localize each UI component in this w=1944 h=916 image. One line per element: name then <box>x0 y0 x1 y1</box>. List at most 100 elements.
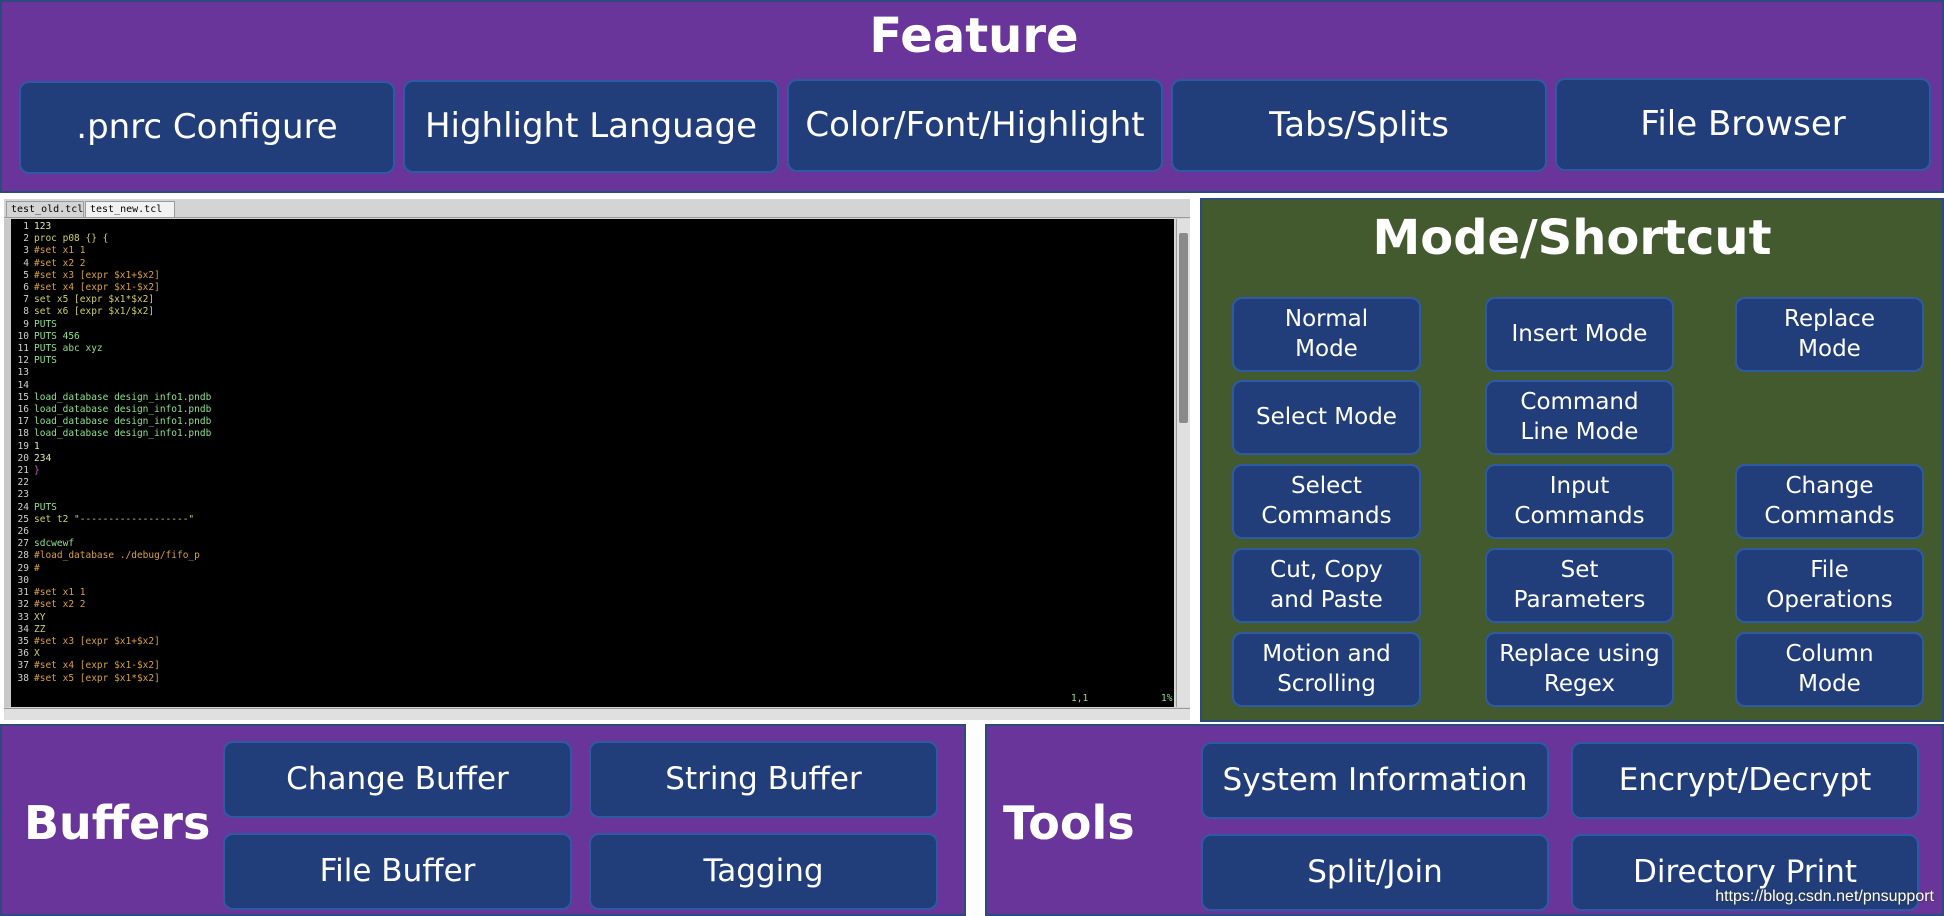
line-text: #set x2 2 <box>34 599 86 611</box>
mode-item-label-line: Select Mode <box>1256 403 1397 430</box>
mode-item-cut-copy-and-paste[interactable]: Cut, Copy and Paste <box>1232 548 1421 623</box>
directory-print-button[interactable]: Directory Print <box>1571 834 1919 911</box>
mode-item-label-line: Normal <box>1284 305 1369 332</box>
line-number: 21 <box>17 465 29 477</box>
mode-item-label-line: Set <box>1560 556 1599 583</box>
mode-item-label-line: Commands <box>1764 502 1895 529</box>
mode-title: Mode/Shortcut <box>1372 210 1772 266</box>
line-number: 13 <box>17 367 29 379</box>
line-number: 10 <box>17 330 29 342</box>
line-number: 16 <box>17 404 29 416</box>
code-line: 32#set x2 2 <box>13 599 211 611</box>
vertical-scrollbar[interactable] <box>1176 219 1190 707</box>
feature-highlight-language[interactable]: Highlight Language <box>403 80 779 173</box>
line-number: 15 <box>17 391 29 403</box>
line-number: 37 <box>17 660 29 672</box>
line-text: PUTS abc xyz <box>34 343 103 355</box>
string-buffer-button[interactable]: String Buffer <box>589 741 938 818</box>
scroll-percent: 1% <box>1161 693 1173 704</box>
mode-item-label-line: Column <box>1785 640 1874 667</box>
line-text: proc p08 {} { <box>34 233 109 245</box>
mode-item-label-line: Commands <box>1261 502 1392 529</box>
scrollbar-thumb[interactable] <box>1179 233 1188 423</box>
tab-test-old[interactable]: test_old.tcl <box>6 201 84 217</box>
line-text: 1 <box>34 440 40 452</box>
encrypt-decrypt-button[interactable]: Encrypt/Decrypt <box>1571 742 1919 819</box>
mode-item-label-line: Line Mode <box>1520 418 1639 445</box>
feature-pnrc-configure[interactable]: .pnrc Configure <box>19 81 395 174</box>
tab-test-new[interactable]: test_new.tcl <box>85 201 175 217</box>
mode-item-select-mode[interactable]: Select Mode <box>1232 380 1421 455</box>
line-text: load_database design_info1.pndb <box>34 391 212 403</box>
tagging-button[interactable]: Tagging <box>589 833 938 910</box>
code-line: 28#load_database ./debug/fifo_p <box>13 550 211 562</box>
split-join-button[interactable]: Split/Join <box>1201 834 1549 911</box>
mode-item-label-line: Operations <box>1766 586 1893 613</box>
mode-item-label-line: Cut, Copy <box>1270 556 1383 583</box>
line-number: 4 <box>23 257 29 269</box>
line-number: 8 <box>23 306 29 318</box>
mode-item-label-line: Input <box>1549 472 1610 499</box>
mode-item-label-line: Motion and <box>1262 640 1391 667</box>
mode-item-label-line: Replace using <box>1499 640 1660 667</box>
mode-item-label-line: Mode <box>1798 335 1861 362</box>
feature-color-font-highlight[interactable]: Color/Font/Highlight <box>787 79 1163 172</box>
line-number: 24 <box>17 501 29 513</box>
mode-item-label-line: and Paste <box>1270 586 1383 613</box>
code-line: 35 #set x3 [expr $x1+$x2] <box>13 636 211 648</box>
buffers-title: Buffers <box>24 796 211 850</box>
line-number: 12 <box>17 355 29 367</box>
line-number: 7 <box>23 294 29 306</box>
code-line: 13 <box>13 367 211 379</box>
mode-item-insert-mode[interactable]: Insert Mode <box>1485 297 1674 372</box>
line-text: ZZ <box>34 623 46 635</box>
line-number: 33 <box>17 611 29 623</box>
mode-item-label-line: Change <box>1785 472 1874 499</box>
line-number: 36 <box>17 648 29 660</box>
line-number: 9 <box>23 318 29 330</box>
line-number: 35 <box>17 635 29 647</box>
code-line: 16 load_database design_info1.pndb <box>13 404 212 416</box>
change-buffer-button[interactable]: Change Buffer <box>223 741 572 818</box>
file-buffer-button[interactable]: File Buffer <box>223 833 572 910</box>
line-text: #set x4 [expr $x1-$x2] <box>34 282 160 294</box>
code-line: 19 1 <box>13 441 211 453</box>
line-text: load_database design_info1.pndb <box>34 404 212 416</box>
system-information-button[interactable]: System Information <box>1201 742 1549 819</box>
line-number: 25 <box>17 513 29 525</box>
cursor-position: 1,1 <box>1071 693 1089 704</box>
line-text: #set x3 [expr $x1+$x2] <box>34 635 160 647</box>
horizontal-scrollbar[interactable] <box>4 708 1190 720</box>
code-line: 6#set x4 [expr $x1-$x2] <box>13 282 211 294</box>
line-text: XY <box>34 611 46 623</box>
line-number: 19 <box>17 440 29 452</box>
feature-file-browser[interactable]: File Browser <box>1555 78 1931 171</box>
feature-tabs-splits[interactable]: Tabs/Splits <box>1171 79 1547 172</box>
line-number: 26 <box>17 526 29 538</box>
code-line: 23 <box>13 489 211 501</box>
